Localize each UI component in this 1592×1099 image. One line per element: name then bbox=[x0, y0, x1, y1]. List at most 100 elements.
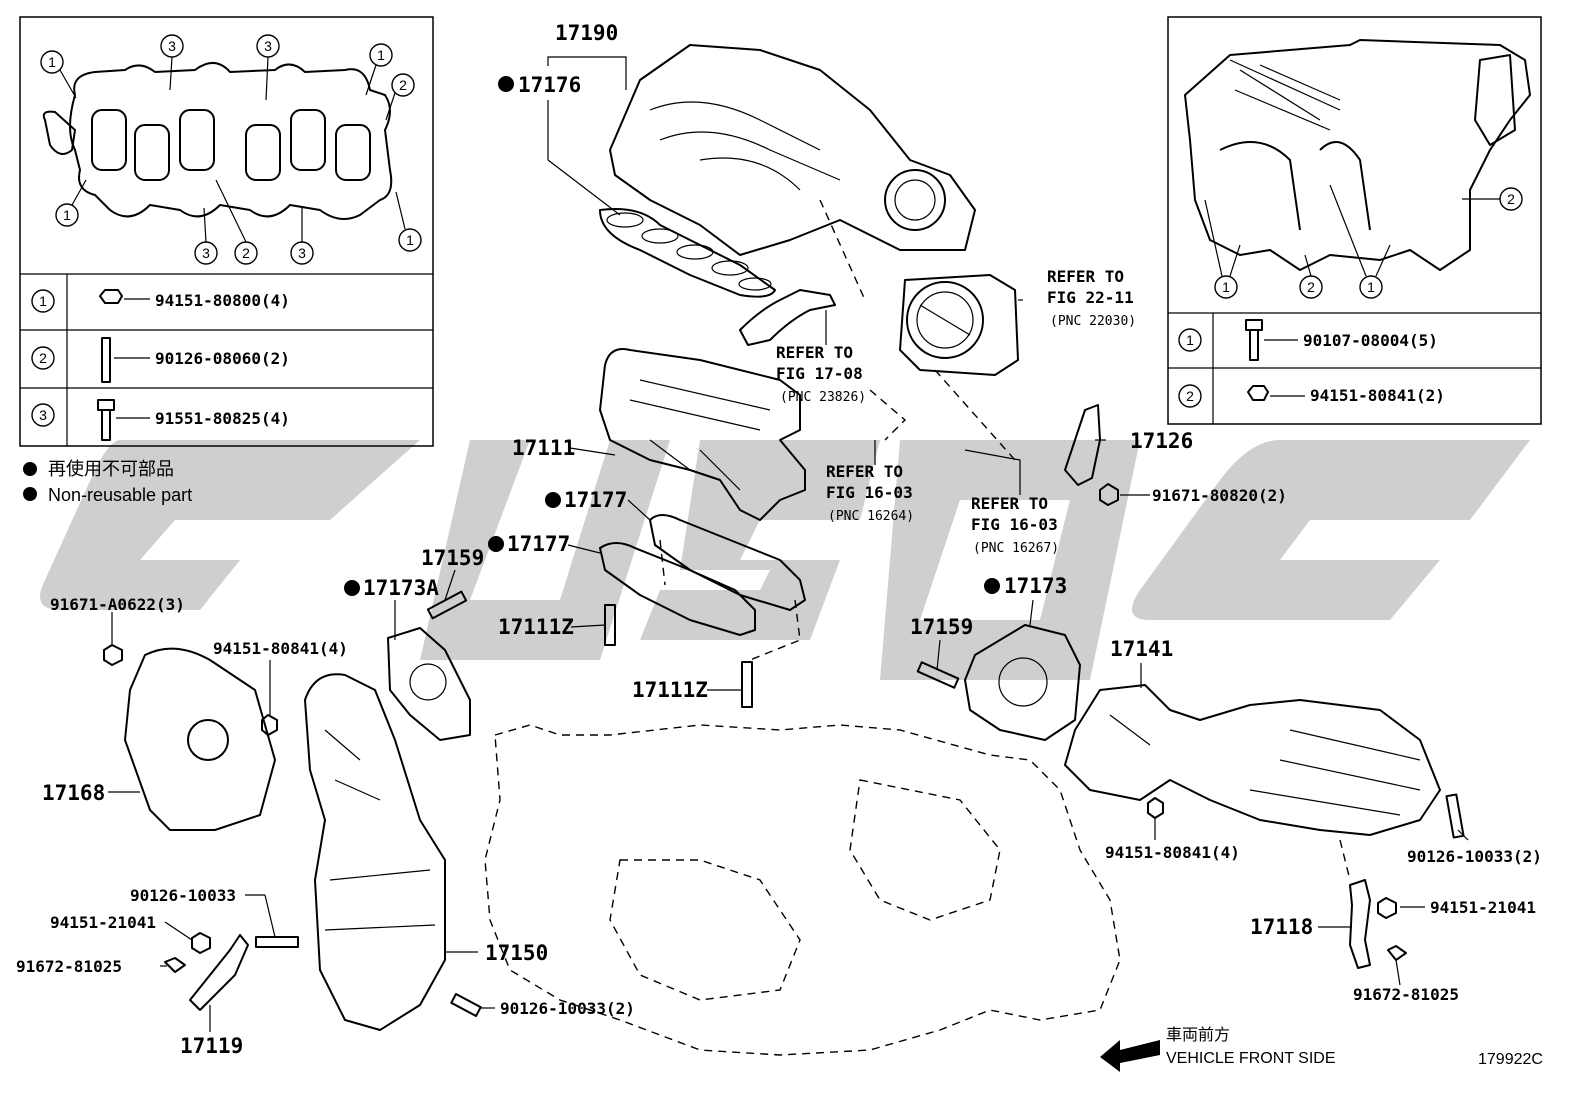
legend-jp: 再使用不可部品 bbox=[48, 459, 174, 479]
intake-manifold-lower bbox=[599, 348, 806, 521]
label-17177-upper: 17177 bbox=[564, 488, 627, 512]
svg-text:1: 1 bbox=[1367, 279, 1375, 295]
right-table-row-1: 1 90107-08004(5) bbox=[1178, 319, 1438, 361]
label-91672-81025-left: 91672-81025 bbox=[16, 957, 122, 976]
label-17168: 17168 bbox=[42, 781, 105, 805]
legend: 再使用不可部品 Non-reusable part bbox=[23, 459, 192, 505]
part-labels: 17190 17176 17111 17177 17177 17159 1717… bbox=[16, 21, 1542, 1058]
manifold-gasket-17176 bbox=[599, 208, 776, 298]
leader-lines bbox=[108, 56, 1469, 1032]
refer-throttle-l1: REFER TO bbox=[1047, 267, 1124, 286]
refer-throttle-pnc: (PNC 22030) bbox=[1050, 314, 1136, 329]
label-17159-left: 17159 bbox=[421, 546, 484, 570]
svg-text:2: 2 bbox=[1307, 279, 1315, 295]
refer-hose-l2: FIG 17-08 bbox=[776, 364, 863, 383]
left-row-3-num: 3 bbox=[39, 407, 47, 423]
right-row-1-part: 90107-08004(5) bbox=[1303, 331, 1438, 350]
refer-pipe1-pnc: (PNC 16264) bbox=[828, 509, 914, 524]
label-17173: 17173 bbox=[1004, 574, 1067, 598]
svg-text:2: 2 bbox=[1507, 191, 1515, 207]
direction-en: VEHICLE FRONT SIDE bbox=[1166, 1050, 1336, 1067]
right-table-row-2: 2 94151-80841(2) bbox=[1178, 384, 1445, 408]
label-17111: 17111 bbox=[512, 436, 575, 460]
direction-jp: 車両前方 bbox=[1166, 1026, 1230, 1044]
right-row-1-num: 1 bbox=[1186, 332, 1194, 348]
gasket-17173 bbox=[964, 624, 1081, 741]
left-table-row-3: 3 91551-80825(4) bbox=[31, 399, 290, 441]
reference-dashed-lines bbox=[659, 199, 1351, 881]
manifold-gasket-17177 bbox=[599, 514, 806, 636]
right-inset: 1 2 1 2 1 90107-08004(5) 2 94151-80841(2… bbox=[1167, 16, 1542, 425]
label-17159-right: 17159 bbox=[910, 615, 973, 639]
left-row-1-part: 94151-80800(4) bbox=[155, 291, 290, 310]
engine-block-dashed bbox=[484, 724, 1121, 1056]
label-17118: 17118 bbox=[1250, 915, 1313, 939]
throttle-body bbox=[899, 274, 1019, 376]
exhaust-manifold-17141 bbox=[1064, 684, 1441, 836]
label-90126-10033: 90126-10033 bbox=[130, 886, 236, 905]
bracket-17118 bbox=[1349, 879, 1371, 969]
label-94151-21041-right: 94151-21041 bbox=[1430, 898, 1536, 917]
label-17150: 17150 bbox=[485, 941, 548, 965]
hose bbox=[739, 289, 836, 346]
svg-text:2: 2 bbox=[242, 245, 250, 261]
label-17119: 17119 bbox=[180, 1034, 243, 1058]
label-17173A: 17173A bbox=[363, 576, 439, 600]
label-91672-81025-right: 91672-81025 bbox=[1353, 985, 1459, 1004]
left-table-row-1: 1 94151-80800(4) bbox=[31, 289, 290, 313]
right-inset-manifold bbox=[1184, 39, 1531, 271]
label-94151-80841-left: 94151-80841(4) bbox=[213, 639, 348, 658]
svg-text:1: 1 bbox=[48, 54, 56, 70]
label-17177-lower: 17177 bbox=[507, 532, 570, 556]
refer-hose-l1: REFER TO bbox=[776, 343, 853, 362]
left-row-3-part: 91551-80825(4) bbox=[155, 409, 290, 428]
small-hardware bbox=[103, 483, 1465, 1017]
refer-throttle: REFER TO FIG 22-11 (PNC 22030) bbox=[1047, 267, 1136, 329]
left-row-2-part: 90126-08060(2) bbox=[155, 349, 290, 368]
bracket-17119 bbox=[189, 934, 249, 1011]
svg-text:1: 1 bbox=[377, 47, 385, 63]
refer-pipe1-l2: FIG 16-03 bbox=[826, 483, 913, 502]
refer-pipe-1: REFER TO FIG 16-03 (PNC 16264) bbox=[826, 462, 914, 524]
label-90126-10033-2-bottom: 90126-10033(2) bbox=[500, 999, 635, 1018]
label-90126-10033-2-right: 90126-10033(2) bbox=[1407, 847, 1542, 866]
label-91671-80820: 91671-80820(2) bbox=[1152, 486, 1287, 505]
svg-text:3: 3 bbox=[202, 245, 210, 261]
right-row-2-num: 2 bbox=[1186, 388, 1194, 404]
label-17190: 17190 bbox=[555, 21, 618, 45]
gasket-17173A bbox=[387, 627, 471, 741]
refer-hose-pnc: (PNC 23826) bbox=[780, 390, 866, 405]
label-91671-A0622: 91671-A0622(3) bbox=[50, 595, 185, 614]
intake-manifold-upper bbox=[609, 44, 976, 256]
left-row-1-num: 1 bbox=[39, 293, 47, 309]
label-17111Z-upper: 17111Z bbox=[498, 615, 574, 639]
front-arrow-icon bbox=[1100, 1040, 1160, 1072]
left-table-row-2: 2 90126-08060(2) bbox=[31, 337, 290, 383]
svg-text:3: 3 bbox=[168, 38, 176, 54]
refer-pipe-2: REFER TO FIG 16-03 (PNC 16267) bbox=[971, 494, 1059, 556]
refer-throttle-l2: FIG 22-11 bbox=[1047, 288, 1134, 307]
refer-pipe2-l1: REFER TO bbox=[971, 494, 1048, 513]
svg-text:1: 1 bbox=[1222, 279, 1230, 295]
label-94151-80841-right: 94151-80841(4) bbox=[1105, 843, 1240, 862]
svg-text:1: 1 bbox=[406, 232, 414, 248]
refer-hose: REFER TO FIG 17-08 (PNC 23826) bbox=[776, 343, 866, 405]
diagram-id: 179922C bbox=[1478, 1051, 1543, 1068]
heat-insulator-17168 bbox=[124, 647, 276, 831]
left-row-2-num: 2 bbox=[39, 350, 47, 366]
svg-text:2: 2 bbox=[399, 77, 407, 93]
left-inset: 1 3 3 1 2 1 3 2 3 1 1 bbox=[19, 16, 434, 447]
svg-text:1: 1 bbox=[63, 207, 71, 223]
intake-gasket-outline bbox=[42, 62, 393, 220]
vehicle-front-indicator: 車両前方 VEHICLE FRONT SIDE bbox=[1100, 1026, 1336, 1072]
label-17126: 17126 bbox=[1130, 429, 1193, 453]
legend-en: Non-reusable part bbox=[48, 485, 192, 505]
label-17141: 17141 bbox=[1110, 637, 1173, 661]
svg-text:3: 3 bbox=[298, 245, 306, 261]
refer-pipe1-l1: REFER TO bbox=[826, 462, 903, 481]
refer-pipe2-l2: FIG 16-03 bbox=[971, 515, 1058, 534]
right-row-2-part: 94151-80841(2) bbox=[1310, 386, 1445, 405]
label-94151-21041-left: 94151-21041 bbox=[50, 913, 156, 932]
svg-text:3: 3 bbox=[264, 38, 272, 54]
